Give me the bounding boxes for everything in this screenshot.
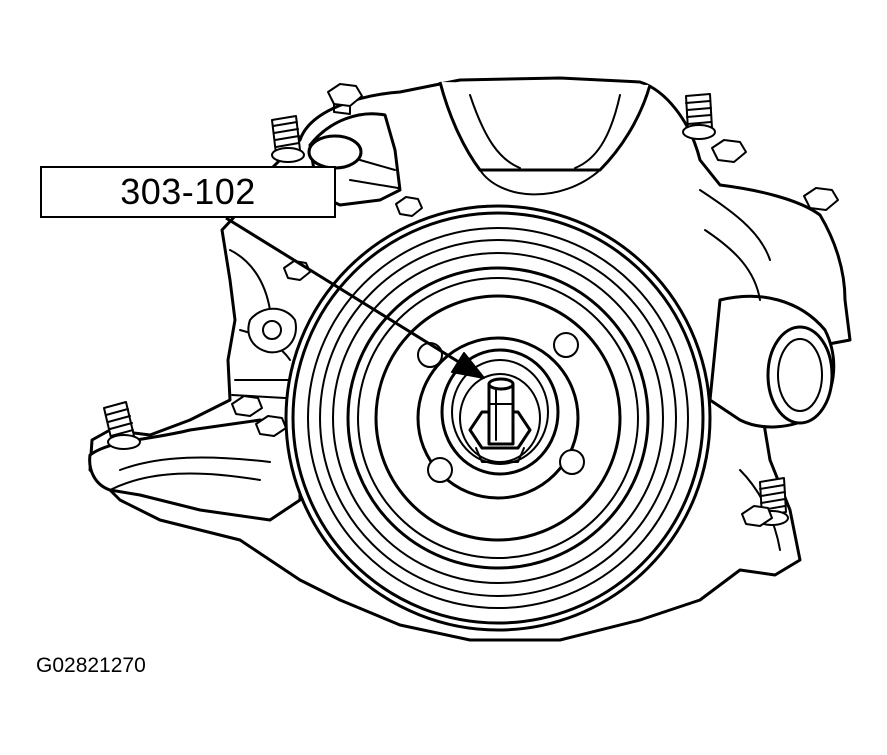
arrow-head-icon	[451, 352, 485, 379]
callout-leader-arrow	[225, 216, 485, 379]
damper-hole-upper-left	[417, 342, 443, 368]
bolt-right-top	[711, 139, 747, 163]
figure-id-label: G02821270	[36, 654, 146, 677]
bolt-lower-left-a	[231, 395, 263, 417]
stud-upper-left	[271, 115, 305, 163]
bolt-far-right	[803, 187, 839, 211]
damper-hole-lower-right	[559, 449, 585, 475]
damper-hole-upper-right	[553, 332, 579, 358]
crankshaft-damper	[284, 204, 712, 632]
bolt-lower-right	[741, 505, 773, 527]
tool-303-102-pin	[487, 377, 515, 446]
stud-upper-right	[682, 93, 716, 140]
stud-lower-left	[103, 401, 141, 450]
bolt-top-center-left	[327, 83, 363, 115]
damper-hole-lower-left	[427, 457, 453, 483]
tool-callout-label: 303-102	[40, 166, 336, 218]
bolt-center-left	[395, 196, 423, 217]
bolts	[103, 83, 839, 527]
